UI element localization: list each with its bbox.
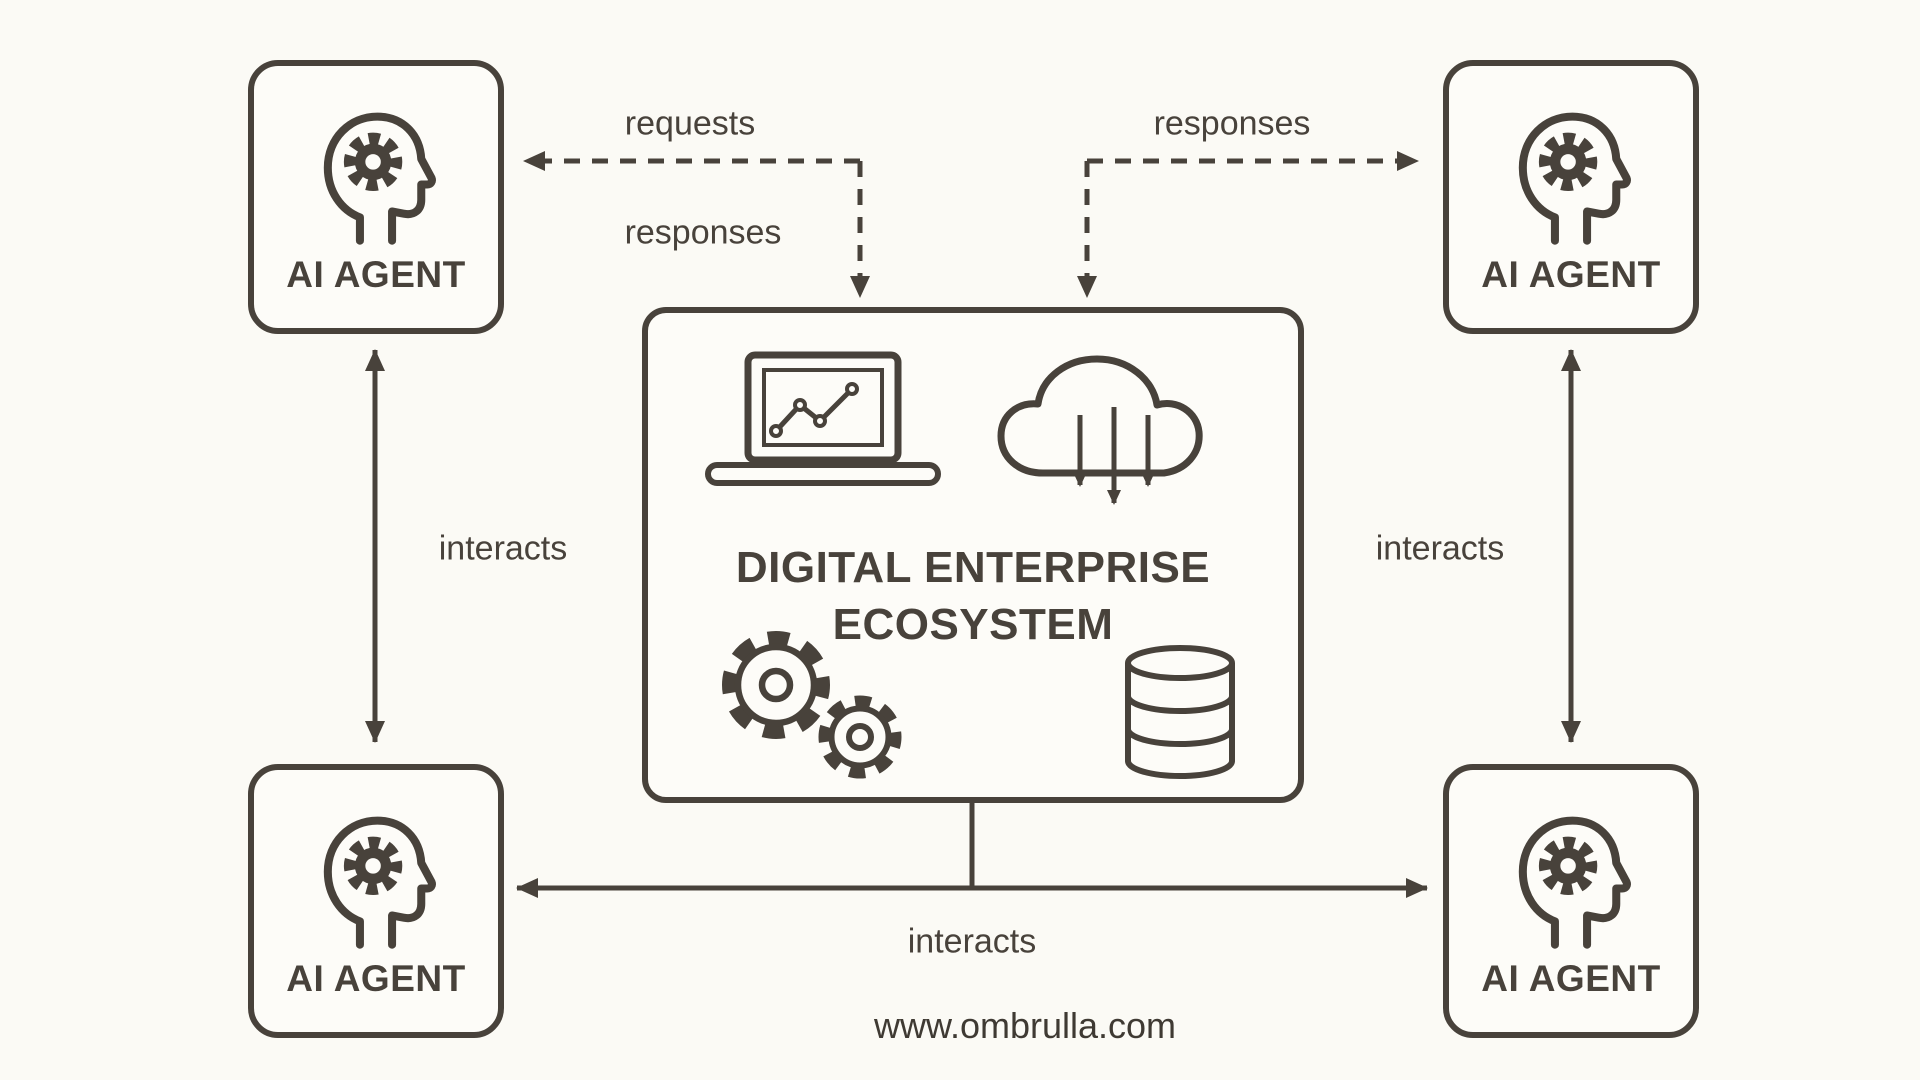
- agent-label: AI AGENT: [1481, 958, 1661, 999]
- gears-icon: [722, 631, 902, 779]
- ecosystem-title-line1: DIGITAL ENTERPRISE: [735, 543, 1211, 592]
- laptop-chart-icon: [705, 351, 941, 486]
- database-icon: [1125, 645, 1235, 779]
- label-responses-left: responses: [624, 213, 782, 252]
- ai-head-gear-icon: [303, 806, 449, 952]
- ecosystem-box: DIGITAL ENTERPRISE ECOSYSTEM: [642, 307, 1304, 803]
- label-interacts-bottom: interacts: [907, 922, 1037, 961]
- agent-box-bottom-right: AI AGENT: [1443, 764, 1699, 1038]
- ai-head-gear-icon: [1498, 102, 1644, 248]
- agent-box-top-right: AI AGENT: [1443, 60, 1699, 334]
- cloud-download-icon: [997, 355, 1203, 505]
- ecosystem-title-line2: ECOSYSTEM: [832, 600, 1114, 650]
- agent-label: AI AGENT: [1481, 254, 1661, 295]
- ecosystem-icons: [705, 351, 1235, 779]
- label-responses-right: responses: [1153, 104, 1311, 143]
- label-requests: requests: [624, 104, 756, 143]
- ecosystem-title: DIGITAL ENTERPRISE ECOSYSTEM: [648, 539, 1298, 653]
- agent-label: AI AGENT: [286, 254, 466, 295]
- website-url: www.ombrulla.com: [873, 1005, 1177, 1046]
- agent-box-top-left: AI AGENT: [248, 60, 504, 334]
- ai-head-gear-icon: [303, 102, 449, 248]
- ai-head-gear-icon: [1498, 806, 1644, 952]
- label-interacts-left: interacts: [438, 529, 568, 568]
- agent-box-bottom-left: AI AGENT: [248, 764, 504, 1038]
- label-interacts-right: interacts: [1375, 529, 1505, 568]
- agent-label: AI AGENT: [286, 958, 466, 999]
